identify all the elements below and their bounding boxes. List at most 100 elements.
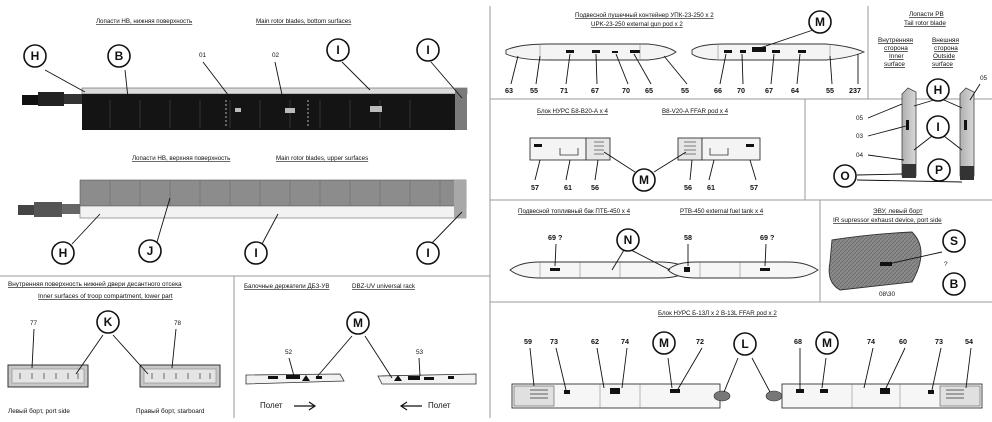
rotor-bottom-title-ru: Лопасти НВ, нижняя поверхность bbox=[96, 18, 192, 25]
fuel-tank-section: Подвесной топливный бак ПТБ-450 x 4 PTB-… bbox=[509, 208, 819, 279]
rotor-bottom-section: Лопасти НВ, нижняя поверхность Main roto… bbox=[22, 18, 468, 130]
ffar-b8-title-ru: Блок НУРС Б8-В20-А x 4 bbox=[537, 108, 608, 115]
b13-pod-left bbox=[511, 383, 731, 409]
svg-text:M: M bbox=[639, 173, 649, 187]
svg-text:H: H bbox=[31, 49, 40, 63]
exhaust-question: ? bbox=[944, 261, 948, 268]
svg-text:71: 71 bbox=[560, 86, 568, 95]
callout-B-1: B bbox=[107, 44, 131, 68]
svg-text:H: H bbox=[934, 83, 943, 97]
svg-text:Внешняя: Внешняя bbox=[932, 37, 959, 44]
gun-pod-right bbox=[691, 43, 866, 61]
svg-text:04: 04 bbox=[856, 152, 864, 159]
svg-text:M: M bbox=[822, 336, 832, 350]
svg-text:72: 72 bbox=[696, 337, 704, 346]
callout-H-tail: H bbox=[926, 78, 950, 102]
gun-pod-title-ru: Подвесной пушечный контейнер УПК-23-250 … bbox=[575, 12, 714, 19]
gun-pod-nums: 63 55 71 67 70 65 55 66 70 67 64 55 237 bbox=[505, 86, 861, 95]
b13-title: Блок НУРС Б-13Л x 2 B-13L FFAR pod x 2 bbox=[658, 310, 777, 317]
svg-text:Outside: Outside bbox=[933, 53, 955, 60]
svg-text:J: J bbox=[147, 244, 154, 258]
svg-text:69 ?: 69 ? bbox=[548, 233, 562, 242]
gun-pod-section: Подвесной пушечный контейнер УПК-23-250 … bbox=[505, 12, 866, 95]
svg-text:O: O bbox=[840, 169, 849, 183]
exhaust-code: 08\30 bbox=[879, 291, 895, 298]
callout-I-1: I bbox=[326, 38, 350, 62]
svg-text:55: 55 bbox=[681, 86, 689, 95]
gun-pod-left bbox=[505, 43, 677, 61]
svg-text:сторона: сторона bbox=[884, 45, 908, 52]
svg-text:05: 05 bbox=[980, 75, 988, 82]
fuel-tank-title-en: PTB-450 external fuel tank x 4 bbox=[680, 208, 764, 215]
tail-nums: 05 05 03 04 bbox=[856, 75, 988, 159]
svg-text:57: 57 bbox=[531, 183, 539, 192]
svg-text:surface: surface bbox=[932, 61, 953, 68]
b13-nums: 59 73 62 74 72 68 74 60 73 54 bbox=[524, 337, 973, 346]
tail-blade-section: Лопасти РВ Tail rotor blade Внутренняя с… bbox=[856, 11, 988, 183]
svg-text:70: 70 bbox=[622, 86, 630, 95]
svg-text:54: 54 bbox=[965, 337, 973, 346]
troop-starboard-label: Правый борт, starboard bbox=[136, 407, 205, 415]
troop-num-left: 77 bbox=[30, 320, 38, 327]
b13-nose-left bbox=[713, 390, 731, 402]
svg-text:73: 73 bbox=[550, 337, 558, 346]
svg-text:74: 74 bbox=[867, 337, 875, 346]
svg-text:M: M bbox=[659, 336, 669, 350]
svg-text:55: 55 bbox=[826, 86, 834, 95]
tail-outer-label: Внешняя сторона Outside surface bbox=[932, 37, 959, 68]
callout-N: N bbox=[616, 228, 640, 252]
callout-B-2: B bbox=[942, 272, 966, 296]
flight-label-left: Полет bbox=[260, 401, 283, 410]
fuel-tank-title-ru: Подвесной топливный бак ПТБ-450 x 4 bbox=[518, 208, 631, 215]
num-02: 02 bbox=[272, 52, 280, 59]
callout-H-1: H bbox=[23, 44, 47, 68]
flight-label-right: Полет bbox=[428, 401, 451, 410]
callout-I-tail: I bbox=[926, 115, 950, 139]
troop-title-en: Inner surfaces of troop compartment, low… bbox=[38, 293, 173, 300]
svg-text:03: 03 bbox=[856, 133, 864, 140]
svg-text:74: 74 bbox=[621, 337, 629, 346]
svg-text:05: 05 bbox=[856, 115, 864, 122]
svg-text:I: I bbox=[426, 246, 429, 260]
svg-text:Inner: Inner bbox=[889, 53, 904, 60]
svg-text:67: 67 bbox=[765, 86, 773, 95]
ffar-b8-title-en: B8-V20-A FFAR pod x 4 bbox=[662, 108, 729, 115]
tail-inner-label: Внутренняя сторона Inner surface bbox=[878, 37, 914, 68]
svg-text:57: 57 bbox=[750, 183, 758, 192]
b13-pod-right bbox=[765, 383, 983, 409]
svg-text:H: H bbox=[59, 246, 68, 260]
arrow-left bbox=[399, 401, 422, 411]
rack-title-ru: Балочные держатели ДБЗ-УВ bbox=[244, 283, 330, 290]
svg-text:68: 68 bbox=[794, 337, 802, 346]
callout-H-2: H bbox=[51, 241, 75, 265]
svg-text:I: I bbox=[336, 43, 339, 57]
ffar-b8-pod-left bbox=[529, 137, 611, 161]
svg-text:58: 58 bbox=[684, 233, 692, 242]
rack-num-right: 53 bbox=[416, 349, 424, 356]
num-01: 01 bbox=[199, 52, 207, 59]
arrow-right bbox=[294, 401, 317, 411]
fuel-tank-left bbox=[509, 261, 691, 279]
callout-M-gun: M bbox=[808, 10, 832, 34]
b13-section: Блок НУРС Б-13Л x 2 B-13L FFAR pod x 2 bbox=[511, 310, 983, 409]
svg-text:61: 61 bbox=[564, 183, 572, 192]
svg-text:56: 56 bbox=[684, 183, 692, 192]
svg-text:B: B bbox=[115, 49, 124, 63]
door-panel-left bbox=[7, 364, 89, 388]
svg-text:73: 73 bbox=[935, 337, 943, 346]
rack-left bbox=[245, 373, 345, 385]
gun-pod-title-en: UPK-23-250 external gun pod x 2 bbox=[591, 21, 683, 28]
troop-door-section: Внутренняя поверхность нижней двери деса… bbox=[7, 280, 221, 415]
svg-text:P: P bbox=[935, 163, 943, 177]
svg-text:L: L bbox=[741, 337, 748, 351]
callout-M-b13-left: M bbox=[652, 331, 676, 355]
svg-text:56: 56 bbox=[591, 183, 599, 192]
svg-text:65: 65 bbox=[645, 86, 653, 95]
tail-title-ru: Лопасти РВ bbox=[909, 11, 944, 18]
rotor-blade-bottom bbox=[22, 87, 468, 130]
callout-M-b8: M bbox=[632, 168, 656, 192]
exhaust-device bbox=[828, 231, 922, 291]
svg-text:63: 63 bbox=[505, 86, 513, 95]
callout-S: S bbox=[942, 229, 966, 253]
